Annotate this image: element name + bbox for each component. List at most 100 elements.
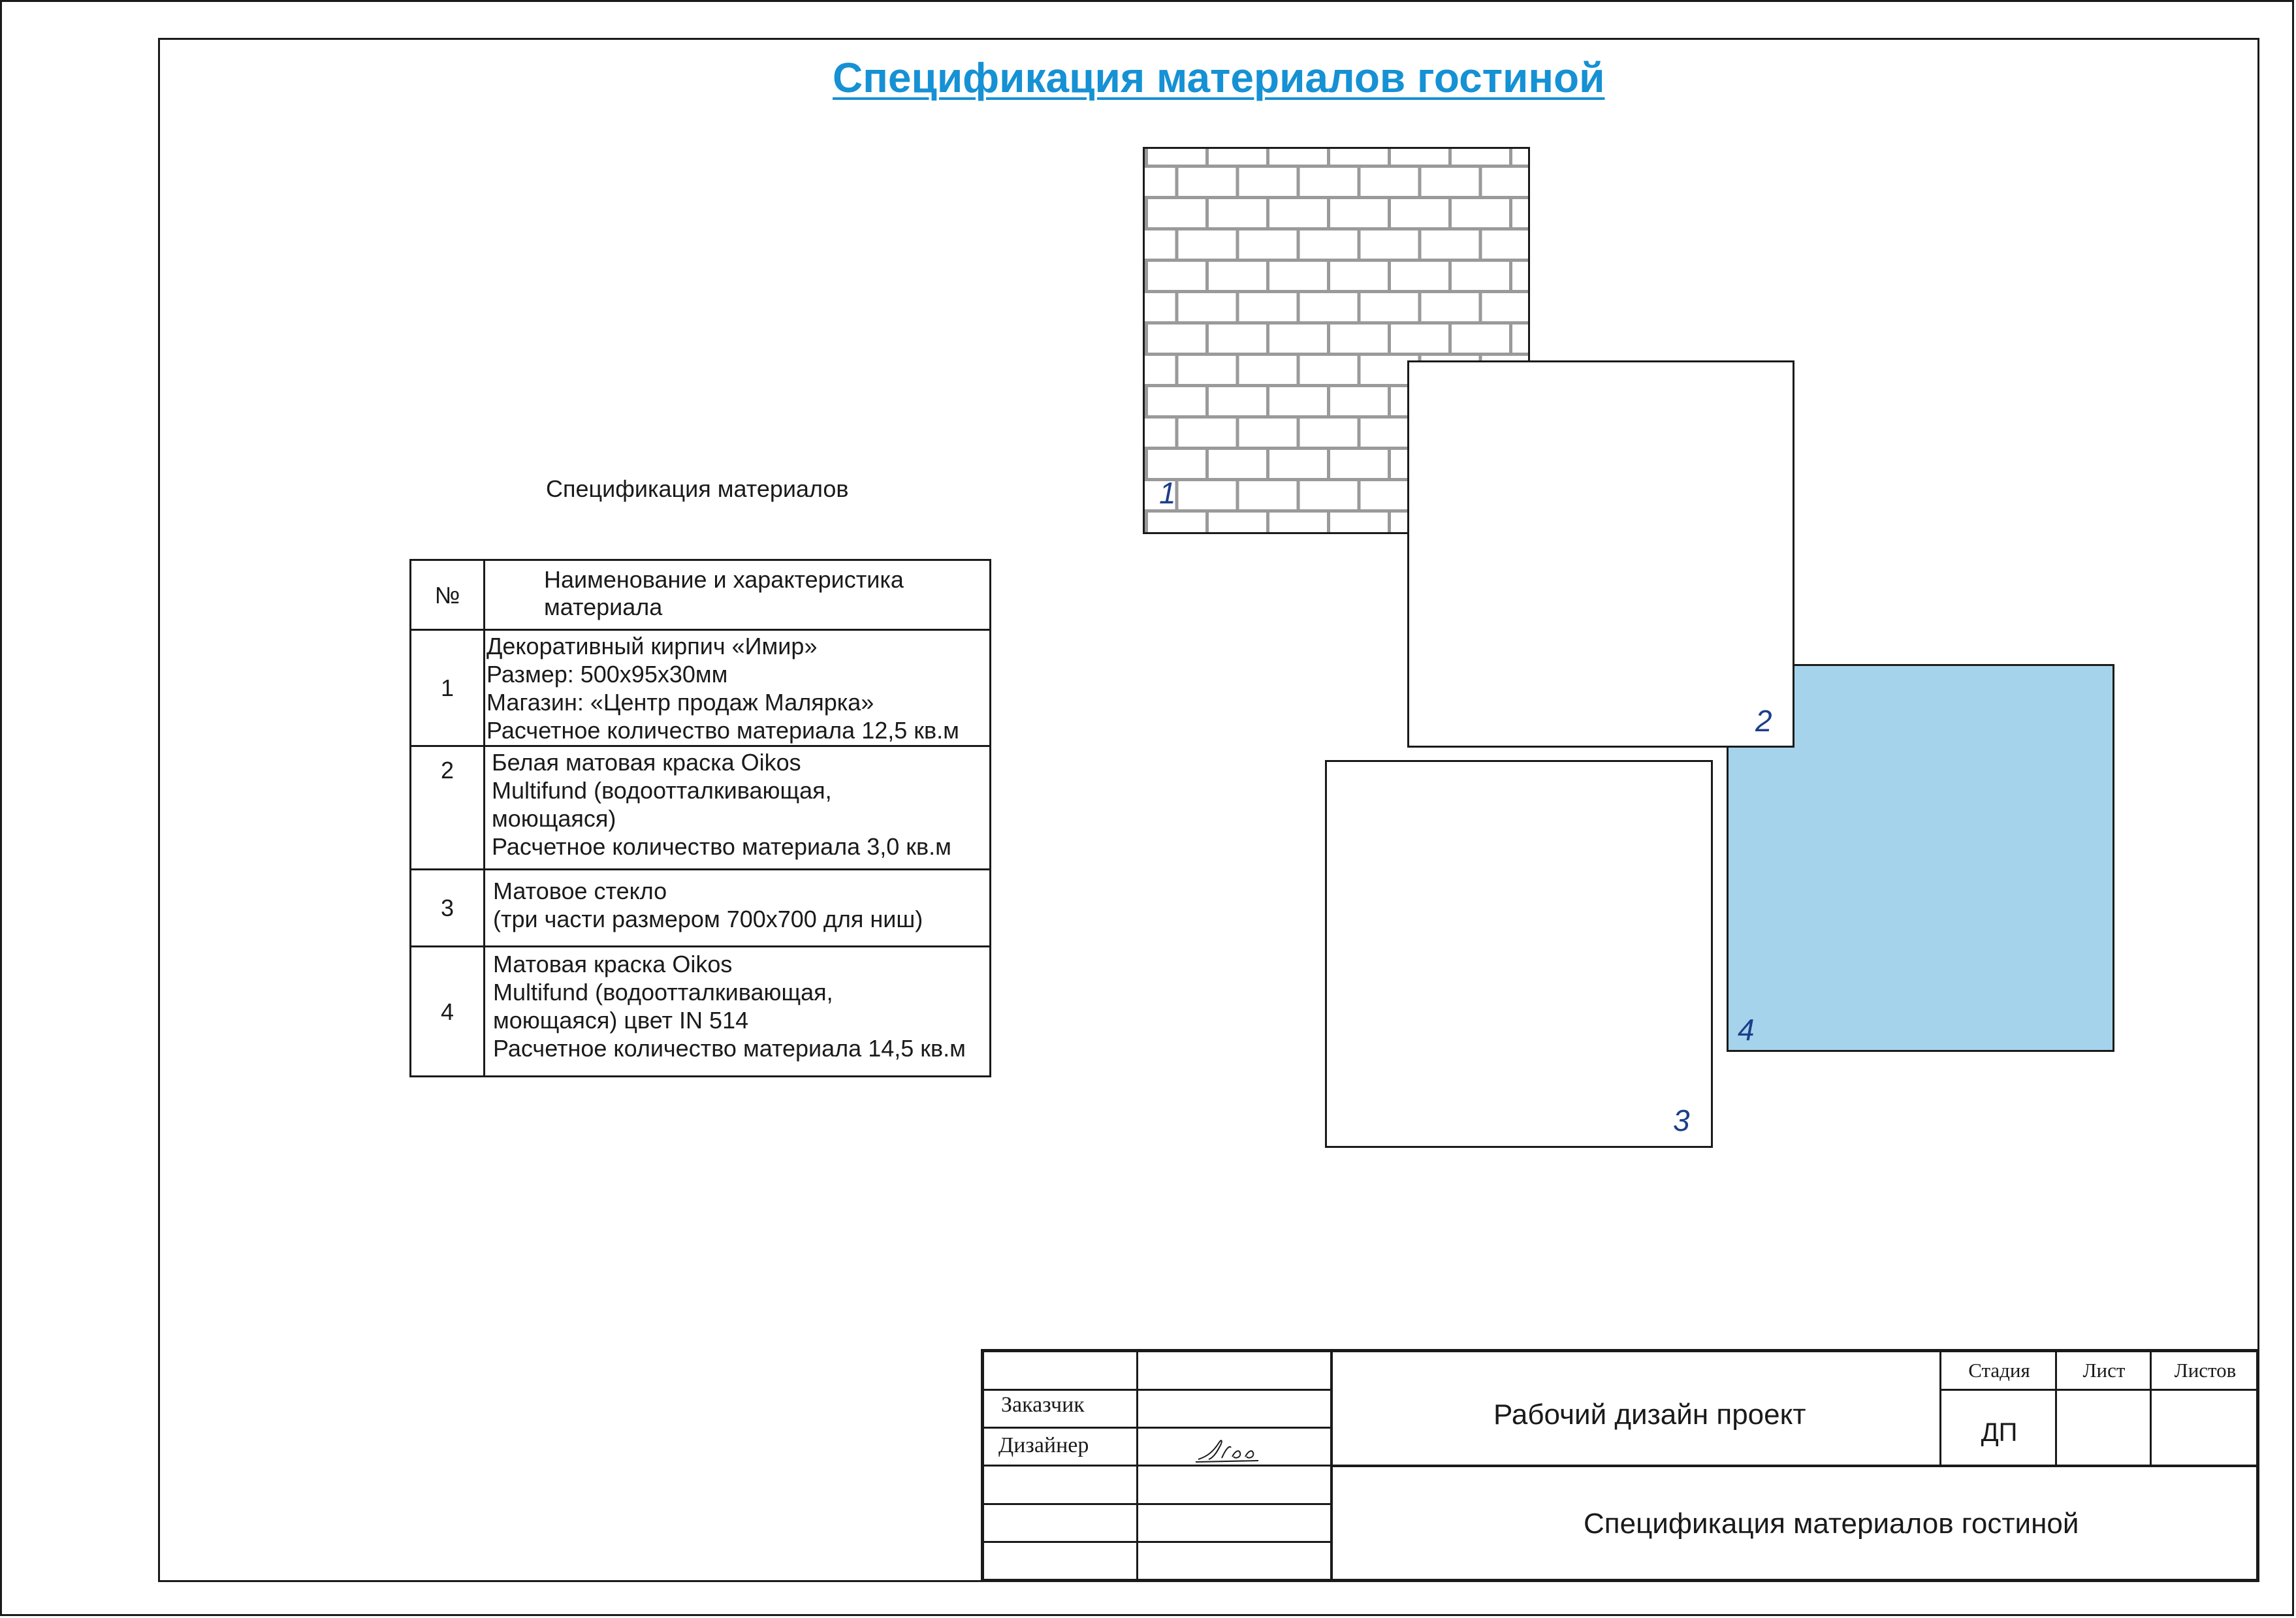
row-line: Расчетное количество материала 3,0 кв.м — [492, 833, 951, 860]
header-description: Наименование и характеристика материала — [483, 559, 991, 631]
brick — [1145, 481, 1175, 509]
row-line: Расчетное количество материала 14,5 кв.м — [493, 1035, 966, 1062]
brick — [1269, 262, 1327, 290]
row-line: Multifund (водоотталкивающая, — [493, 979, 833, 1006]
brick — [1209, 199, 1266, 227]
brick — [1239, 168, 1297, 196]
brick — [1148, 325, 1205, 353]
brick — [1391, 199, 1448, 227]
materials-table: № Наименование и характеристика материал… — [409, 559, 991, 1077]
brick — [1512, 262, 1528, 290]
brick — [1482, 168, 1528, 196]
brick — [1330, 149, 1388, 165]
header-number: № — [409, 559, 485, 631]
swatch-label-4: 4 — [1738, 1013, 1755, 1047]
brick — [1421, 230, 1479, 259]
brick — [1330, 387, 1388, 415]
brick — [1209, 149, 1266, 165]
brick — [1239, 293, 1297, 321]
brick — [1330, 262, 1388, 290]
row-number: 2 — [409, 745, 485, 870]
brick — [1178, 419, 1236, 447]
white-paint-swatch: 2 — [1407, 360, 1794, 748]
brick — [1299, 293, 1358, 321]
brick — [1148, 450, 1205, 478]
row-description: Матовое стекло (три части размером 700х7… — [483, 868, 991, 947]
brick — [1148, 387, 1205, 415]
brick — [1145, 356, 1175, 384]
stage-header: Стадия — [1968, 1359, 2030, 1382]
row-description: Белая матовая краска Oikos Multifund (во… — [483, 745, 991, 870]
project-title: Рабочий дизайн проект — [1493, 1399, 1806, 1431]
brick — [1360, 293, 1418, 321]
brick — [1330, 450, 1388, 478]
brick — [1452, 262, 1509, 290]
row-line: моющаяся) — [492, 805, 616, 832]
brick — [1421, 293, 1479, 321]
brick — [1209, 450, 1266, 478]
brick — [1512, 149, 1528, 165]
brick — [1148, 199, 1205, 227]
row-description: Декоративный кирпич «Имир» Размер: 500х9… — [483, 629, 991, 747]
sheet-title: Спецификация материалов гостиной — [1584, 1508, 2079, 1540]
frosted-glass-swatch: 3 — [1325, 760, 1713, 1148]
row-description: Матовая краска Oikos Multifund (водоотта… — [483, 945, 991, 1077]
brick — [1209, 513, 1266, 532]
table-caption: Спецификация материалов — [546, 475, 849, 502]
row-line: Расчетное количество материала 12,5 кв.м — [486, 717, 959, 744]
row-line: Декоративный кирпич «Имир» — [486, 633, 818, 659]
brick — [1299, 356, 1358, 384]
brick — [1209, 325, 1266, 353]
brick — [1391, 149, 1448, 165]
brick — [1512, 199, 1528, 227]
table-row: 2 Белая матовая краска Oikos Multifund (… — [409, 745, 991, 870]
brick — [1148, 149, 1205, 165]
brick — [1269, 450, 1327, 478]
brick — [1145, 230, 1175, 259]
row-line: Матовое стекло — [493, 878, 667, 904]
brick — [1148, 262, 1205, 290]
brick — [1330, 325, 1388, 353]
brick — [1482, 230, 1528, 259]
brick — [1452, 149, 1509, 165]
brick — [1178, 293, 1236, 321]
brick — [1452, 199, 1509, 227]
designer-label: Дизайнер — [998, 1433, 1089, 1457]
row-number: 4 — [409, 945, 485, 1077]
designer-signature — [1195, 1440, 1259, 1463]
swatch-label-1: 1 — [1159, 476, 1176, 510]
brick — [1178, 230, 1236, 259]
brick — [1145, 419, 1175, 447]
brick — [1452, 325, 1509, 353]
brick — [1209, 262, 1266, 290]
brick — [1269, 199, 1327, 227]
brick — [1299, 419, 1358, 447]
swatch-label-3: 3 — [1673, 1103, 1690, 1137]
brick — [1145, 168, 1175, 196]
brick — [1330, 199, 1388, 227]
row-line: моющаяся) цвет IN 514 — [493, 1007, 749, 1034]
brick — [1299, 230, 1358, 259]
brick — [1239, 230, 1297, 259]
brick — [1299, 481, 1358, 509]
brick — [1178, 356, 1236, 384]
row-line: Матовая краска Oikos — [493, 951, 733, 977]
row-line: Multifund (водоотталкивающая, — [492, 777, 832, 804]
brick — [1391, 262, 1448, 290]
brick — [1145, 293, 1175, 321]
brick — [1512, 325, 1528, 353]
row-line: (три части размером 700х700 для ниш) — [493, 906, 923, 932]
row-number: 3 — [409, 868, 485, 947]
brick — [1239, 419, 1297, 447]
brick — [1269, 387, 1327, 415]
customer-label: Заказчик — [1001, 1393, 1085, 1417]
brick — [1239, 481, 1297, 509]
brick — [1360, 230, 1418, 259]
stage-value: ДП — [1981, 1418, 2018, 1447]
brick — [1421, 168, 1479, 196]
brick — [1209, 387, 1266, 415]
brick — [1148, 513, 1205, 532]
table-row: 3 Матовое стекло (три части размером 700… — [409, 868, 991, 947]
brick — [1178, 168, 1236, 196]
